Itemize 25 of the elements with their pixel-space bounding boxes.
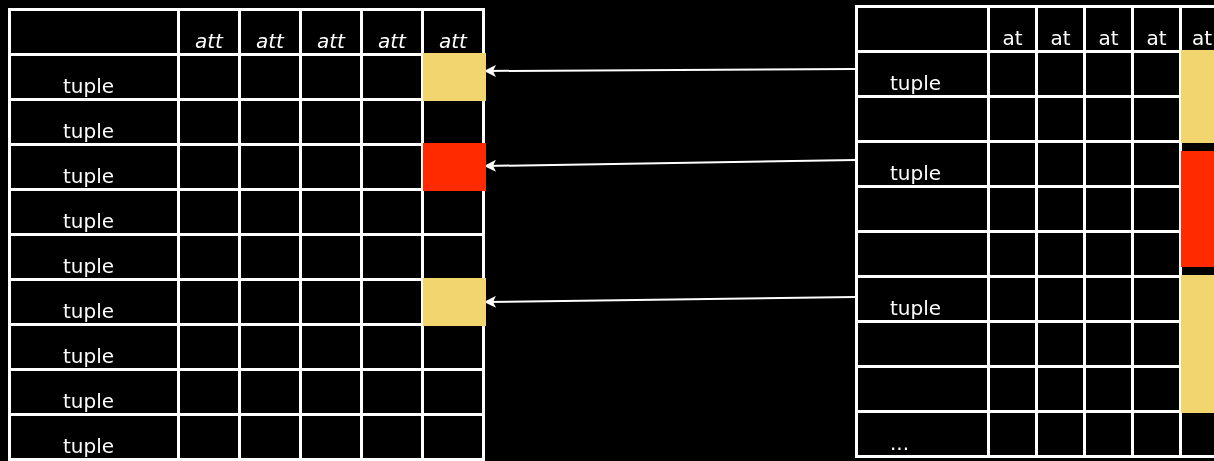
row-label: tuple <box>858 53 987 95</box>
data-table <box>8 8 485 461</box>
row-label: tuple <box>11 56 177 98</box>
row-label: tuple <box>858 143 987 185</box>
column-header: at <box>1038 8 1083 50</box>
column-header: att <box>241 11 299 53</box>
column-header: at <box>990 8 1035 50</box>
row-label: tuple <box>11 326 177 368</box>
row-label: ... <box>858 413 987 455</box>
row-label: tuple <box>11 101 177 143</box>
row-label: tuple <box>11 236 177 278</box>
row-label: tuple <box>11 371 177 413</box>
data-table <box>855 5 1214 458</box>
column-header: att <box>424 11 482 53</box>
row-label: tuple <box>11 191 177 233</box>
column-header: att <box>180 11 238 53</box>
column-header: att <box>363 11 421 53</box>
column-header: at <box>1182 8 1214 50</box>
row-label: tuple <box>11 281 177 323</box>
column-header: at <box>1134 8 1179 50</box>
column-header: at <box>1086 8 1131 50</box>
row-label: tuple <box>11 416 177 458</box>
row-label: tuple <box>858 278 987 320</box>
column-header: att <box>302 11 360 53</box>
row-label: tuple <box>11 146 177 188</box>
